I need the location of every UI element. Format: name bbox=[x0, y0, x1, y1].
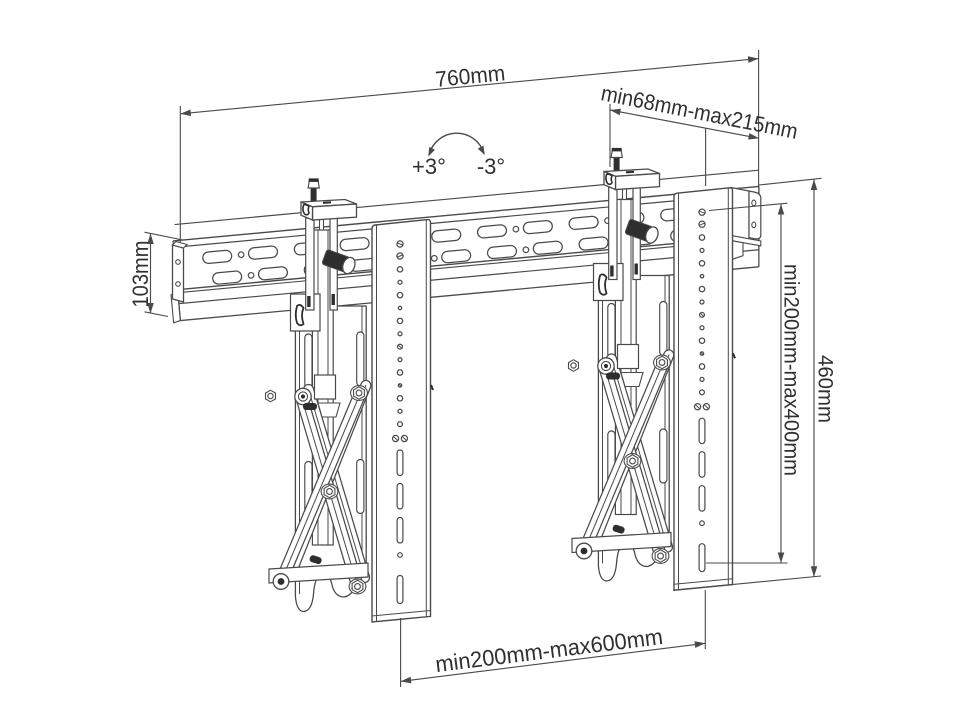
svg-text:+3°: +3° bbox=[412, 154, 446, 179]
svg-text:min200mm-max400mm: min200mm-max400mm bbox=[780, 264, 803, 476]
svg-text:103mm: 103mm bbox=[128, 241, 153, 308]
svg-text:-3°: -3° bbox=[477, 154, 505, 179]
svg-text:460mm: 460mm bbox=[814, 355, 837, 423]
